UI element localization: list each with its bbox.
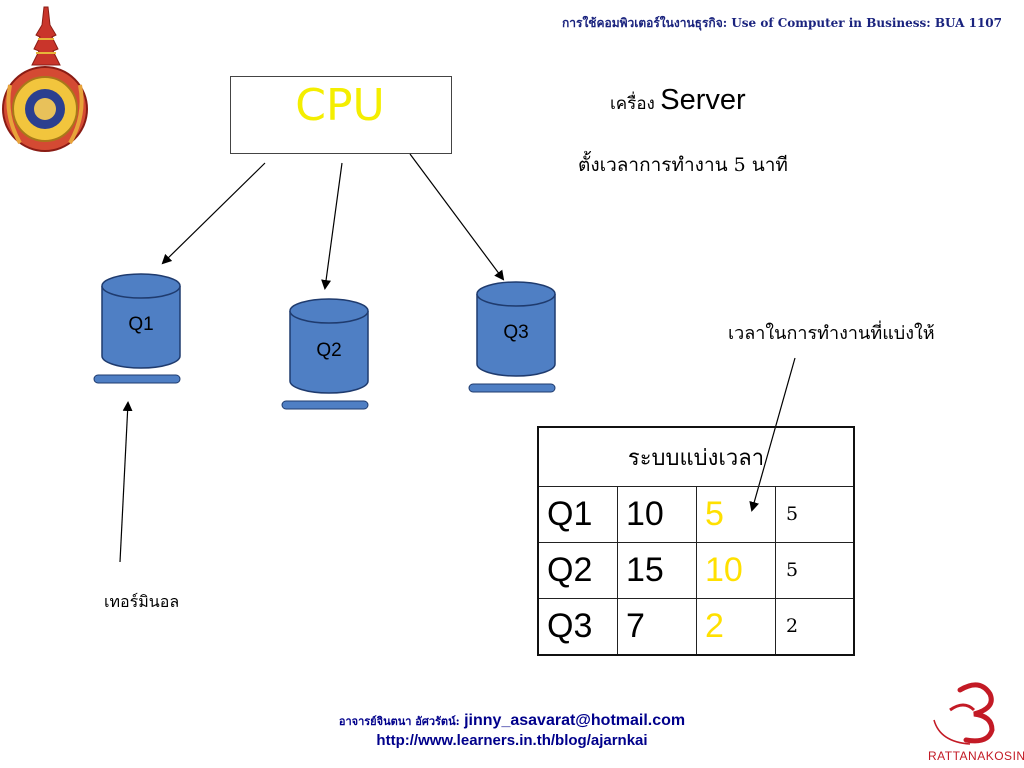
- time-setting-text: ตั้งเวลาการทำงาน 5 นาที: [578, 154, 788, 176]
- slice-cell: 2: [775, 597, 855, 656]
- queue-cell: Q2: [537, 541, 618, 599]
- terminal-pointer-arrow: [119, 401, 133, 563]
- terminal-note: เทอร์มินอล: [104, 592, 180, 611]
- footer-url-link[interactable]: http://www.learners.in.th/blog/ajarnkai: [376, 732, 648, 749]
- rattanakosin-logo-text: RATTANAKOSIN: [928, 749, 1024, 763]
- cpu-label: CPU: [295, 80, 385, 131]
- footer: อาจารย์จินตนา อัศวรัตน์: jinny_asavarat@…: [0, 712, 1024, 749]
- queue-cell: Q1: [537, 486, 618, 543]
- server-title: เครื่อง Server: [610, 84, 746, 117]
- table-title: ระบบแบ่งเวลา: [537, 426, 855, 487]
- q3-terminal-bar: [468, 383, 556, 393]
- q2-terminal-bar: [281, 400, 369, 410]
- total-cell: 10: [617, 486, 697, 543]
- table-row: Q3 7 2 2: [537, 597, 855, 656]
- slice-cell: 5: [775, 486, 855, 543]
- remaining-cell: 5: [696, 486, 776, 543]
- q1-cylinder: [101, 273, 181, 369]
- university-seal-icon: [2, 6, 88, 152]
- remaining-cell: 2: [696, 597, 776, 656]
- cpu-to-q3-arrow: [409, 153, 505, 281]
- q3-label: Q3: [503, 322, 529, 343]
- time-slice-note: เวลาในการทำงานที่แบ่งให้: [728, 323, 935, 344]
- q1-label: Q1: [128, 314, 154, 335]
- slice-cell: 5: [775, 541, 855, 599]
- total-cell: 15: [617, 541, 697, 599]
- table-title-row: ระบบแบ่งเวลา: [537, 426, 855, 487]
- instructor-name: อาจารย์จินตนา อัศวรัตน์:: [338, 715, 460, 728]
- cpu-to-q1-arrow: [161, 162, 266, 265]
- remaining-cell: 10: [696, 541, 776, 599]
- table-row: Q2 15 10 5: [537, 541, 855, 599]
- time-sharing-table: ระบบแบ่งเวลา Q1 10 5 5 Q2 15 10 5 Q3 7 2…: [537, 426, 855, 656]
- footer-email-link[interactable]: jinny_asavarat@hotmail.com: [464, 712, 686, 729]
- cpu-box: [230, 76, 452, 154]
- q3-cylinder: [476, 281, 556, 377]
- course-title: การใช้คอมพิวเตอร์ในงานธุรกิจ: Use of Com…: [562, 16, 1002, 30]
- queue-cell: Q3: [537, 597, 618, 656]
- cpu-to-q2-arrow: [321, 162, 343, 290]
- rattanakosin-logo-icon: [933, 682, 995, 745]
- server-prefix: เครื่อง: [610, 94, 655, 114]
- q2-label: Q2: [316, 340, 342, 361]
- table-row: Q1 10 5 5: [537, 486, 855, 543]
- total-cell: 7: [617, 597, 697, 656]
- server-word: Server: [660, 84, 746, 116]
- q2-cylinder: [289, 298, 369, 394]
- q1-terminal-bar: [93, 374, 181, 384]
